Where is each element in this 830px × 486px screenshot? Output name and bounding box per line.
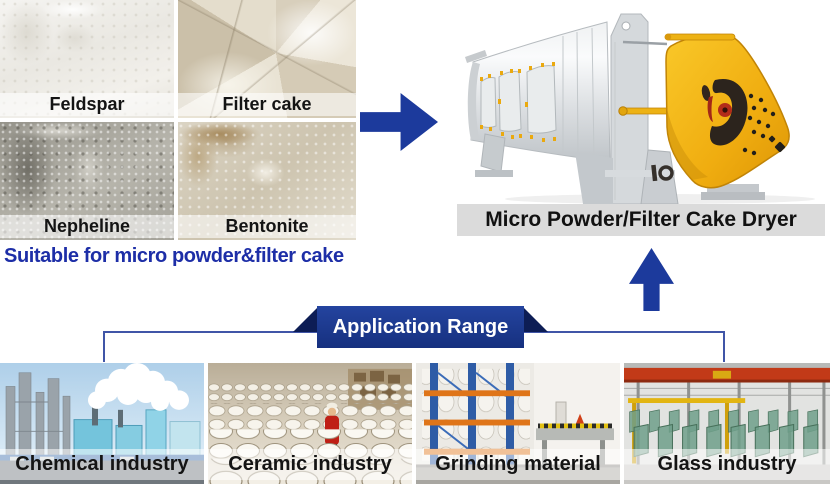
headline: Suitable for micro powder&filter cake (4, 245, 344, 267)
application-range-banner: Application Range (317, 306, 524, 348)
ribbon-fold-left (293, 307, 318, 332)
ribbon-fold-right (523, 307, 548, 332)
material-label: Nepheline (0, 215, 174, 238)
material-label: Bentonite (178, 215, 356, 238)
machine-panel: Micro Powder/Filter Cake Dryer (455, 0, 830, 238)
up-arrow-icon (629, 248, 674, 311)
dryer-machine-illustration (465, 13, 815, 204)
material-card-feldspar: Feldspar (0, 0, 174, 118)
industry-card-ceramic: Ceramic industry (208, 363, 412, 484)
industry-label: Ceramic industry (208, 449, 412, 480)
material-label: Filter cake (178, 93, 356, 116)
industry-card-chemical: Chemical industry (0, 363, 204, 484)
machine-label: Micro Powder/Filter Cake Dryer (457, 204, 825, 236)
industry-card-glass: Glass industry (624, 363, 830, 484)
industry-card-grinding: Grinding material (416, 363, 620, 484)
material-card-filter-cake: Filter cake (178, 0, 356, 118)
material-card-bentonite: Bentonite (178, 122, 356, 240)
materials-grid: Feldspar Filter cake Nepheline Bentonite (0, 0, 356, 240)
industry-label: Glass industry (624, 449, 830, 480)
connector-right-drop-line (723, 331, 725, 362)
material-label: Feldspar (0, 93, 174, 116)
connector-left-drop-line (103, 331, 105, 362)
industry-label: Chemical industry (0, 449, 204, 480)
right-arrow-icon (360, 93, 438, 151)
industry-label: Grinding material (416, 449, 620, 480)
material-card-nepheline: Nepheline (0, 122, 174, 240)
